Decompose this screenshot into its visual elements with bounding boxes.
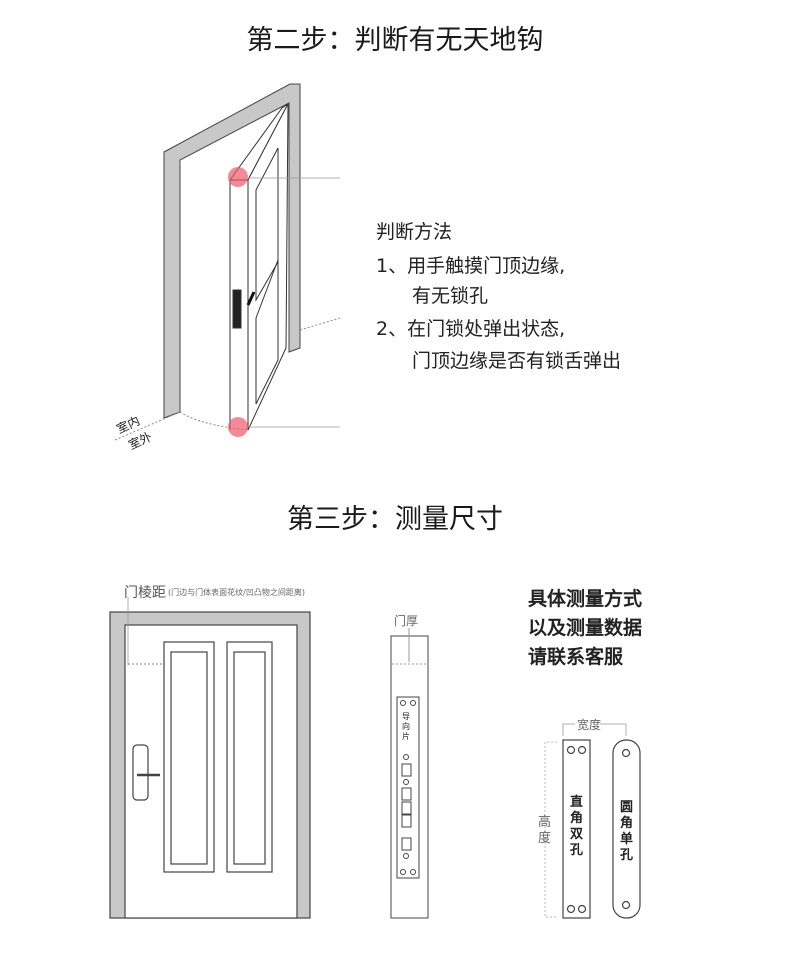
method-step-1: 1、用手触摸门顶边缘, [376, 255, 566, 277]
method-step-1-detail: 有无锁孔 [412, 285, 489, 307]
note-line-2: 以及测量数据 [528, 617, 643, 639]
front-door-illustration [109, 597, 311, 919]
edge-distance-note: (门边与门体表面花纹/凹凸物之间距离) [168, 588, 305, 597]
width-label: 宽度 [577, 718, 602, 732]
bottom-edge-highlight [228, 417, 248, 437]
method-title: 判断方法 [376, 221, 453, 243]
open-door-illustration [114, 83, 341, 441]
step2-title: 第二步：判断有无天地钩 [246, 25, 544, 56]
strike-plates [544, 723, 641, 919]
door-side-illustration [390, 628, 429, 919]
method-step-2: 2、在门锁处弹出状态, [376, 318, 566, 340]
note-line-3: 请联系客服 [528, 646, 624, 668]
method-step-2-detail: 门顶边缘是否有锁舌弹出 [412, 350, 622, 372]
edge-distance-label: 门棱距 [124, 585, 166, 601]
note-line-1: 具体测量方式 [528, 588, 643, 610]
height-label: 高度 [538, 815, 552, 846]
top-edge-highlight [228, 167, 248, 187]
thickness-label: 门厚 [394, 614, 419, 628]
square-plate-label: 直角双孔 [570, 795, 584, 858]
round-plate-label: 圆角单孔 [620, 800, 634, 863]
guide-plate-label: 导向片 [402, 712, 410, 741]
step3-title: 第三步：测量尺寸 [287, 504, 503, 535]
